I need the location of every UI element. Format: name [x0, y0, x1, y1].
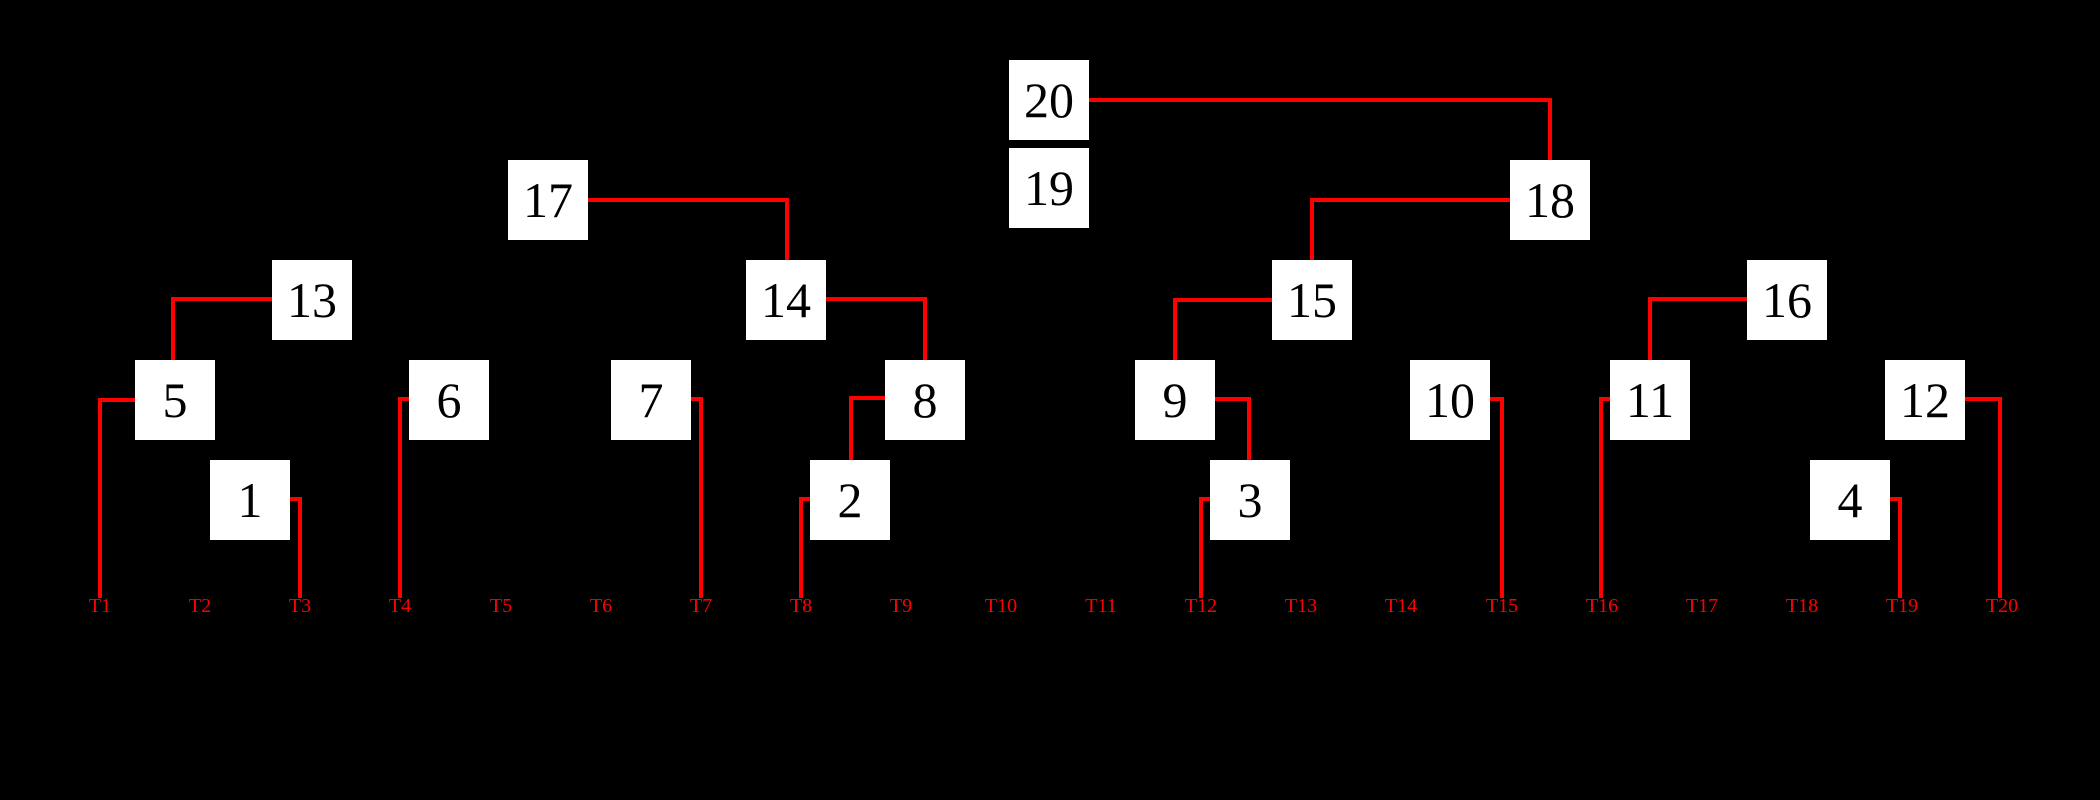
edge-17-14	[588, 198, 789, 202]
leaf-label-T20: T20	[1985, 595, 2019, 617]
node-box-20: 20	[1009, 60, 1089, 140]
leaf-label-T10: T10	[984, 595, 1018, 617]
edge-11-T16	[1599, 397, 1612, 401]
leaf-label-T3: T3	[288, 595, 312, 617]
leaf-label-T1: T1	[88, 595, 112, 617]
node-box-6: 6	[409, 360, 489, 440]
edge-10-T15	[1500, 397, 1504, 598]
edge-10-T15	[1490, 397, 1504, 401]
edge-14-8	[826, 297, 927, 301]
leaf-label-T15: T15	[1485, 595, 1519, 617]
leaf-label-T16: T16	[1585, 595, 1619, 617]
edge-5-T1	[98, 398, 102, 598]
leaf-label-T14: T14	[1384, 595, 1418, 617]
leaf-label-T17: T17	[1685, 595, 1719, 617]
leaf-label-T9: T9	[889, 595, 913, 617]
node-box-19: 19	[1009, 148, 1089, 228]
leaf-label-T6: T6	[589, 595, 613, 617]
edge-15-18	[1310, 198, 1512, 202]
edge-1-T3	[290, 497, 302, 501]
edge-9-3	[1215, 397, 1251, 401]
edge-2-T8	[799, 497, 812, 501]
edge-6-T4	[398, 397, 402, 598]
node-box-2: 2	[810, 460, 890, 540]
node-box-16: 16	[1747, 260, 1827, 340]
edge-12-T20	[1965, 397, 2002, 401]
node-box-5: 5	[135, 360, 215, 440]
leaf-label-T13: T13	[1284, 595, 1318, 617]
leaf-label-T12: T12	[1184, 595, 1218, 617]
leaf-label-T18: T18	[1785, 595, 1819, 617]
edge-11-T16	[1599, 397, 1603, 598]
node-box-3: 3	[1210, 460, 1290, 540]
leaf-label-T8: T8	[789, 595, 813, 617]
leaf-label-T19: T19	[1885, 595, 1919, 617]
edge-14-8	[923, 297, 927, 360]
node-box-13: 13	[272, 260, 352, 340]
edge-15-18	[1310, 198, 1314, 262]
edge-13-5	[171, 297, 175, 360]
edge-20-18	[1548, 98, 1552, 160]
leaf-label-T7: T7	[689, 595, 713, 617]
node-box-12: 12	[1885, 360, 1965, 440]
edge-3-T12	[1199, 497, 1212, 501]
node-box-14: 14	[746, 260, 826, 340]
edge-7-T7	[691, 397, 703, 401]
edge-16-11	[1648, 297, 1652, 360]
leaf-label-T11: T11	[1085, 595, 1117, 617]
edge-12-T20	[1998, 397, 2002, 598]
edge-7-T7	[699, 397, 703, 598]
leaf-label-T5: T5	[489, 595, 513, 617]
edge-1-T3	[298, 497, 302, 598]
node-box-17: 17	[508, 160, 588, 240]
edge-2-T8	[799, 497, 803, 598]
edge-4-T19	[1890, 497, 1902, 501]
edge-16-11	[1648, 297, 1749, 301]
edge-13-5	[171, 297, 272, 301]
node-box-7: 7	[611, 360, 691, 440]
edge-20-18	[1089, 98, 1552, 102]
node-box-8: 8	[885, 360, 965, 440]
edge-15-9	[1173, 298, 1274, 302]
leaf-label-T4: T4	[388, 595, 412, 617]
edge-8-2	[849, 396, 887, 400]
node-box-4: 4	[1810, 460, 1890, 540]
edge-3-T12	[1199, 497, 1203, 598]
node-box-15: 15	[1272, 260, 1352, 340]
edge-8-2	[849, 396, 853, 460]
edge-9-3	[1247, 397, 1251, 460]
node-box-1: 1	[210, 460, 290, 540]
edge-6-T4	[398, 397, 411, 401]
leaf-label-T2: T2	[188, 595, 212, 617]
node-box-9: 9	[1135, 360, 1215, 440]
edge-15-9	[1173, 298, 1177, 360]
node-box-18: 18	[1510, 160, 1590, 240]
node-box-10: 10	[1410, 360, 1490, 440]
node-box-11: 11	[1610, 360, 1690, 440]
edge-4-T19	[1898, 497, 1902, 598]
edge-17-14	[785, 198, 789, 260]
edge-5-T1	[98, 398, 137, 402]
